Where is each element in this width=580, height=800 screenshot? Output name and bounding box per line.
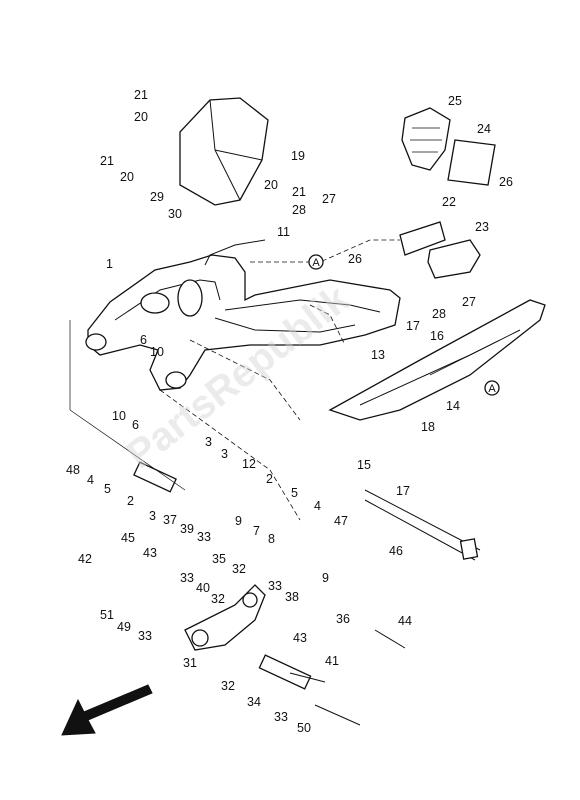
callout-6: 6: [132, 418, 139, 432]
callout-31: 31: [183, 656, 197, 670]
reference-marker-a-label: A: [312, 257, 320, 269]
callout-10: 10: [112, 409, 126, 423]
callout-3: 3: [149, 509, 156, 523]
callout-35: 35: [212, 552, 226, 566]
callout-49: 49: [117, 620, 131, 634]
callout-8: 8: [268, 532, 275, 546]
callout-39: 39: [180, 522, 194, 536]
callout-9: 9: [322, 571, 329, 585]
callout-21: 21: [100, 154, 114, 168]
bolts-and-collars: [133, 461, 481, 726]
callout-33: 33: [268, 579, 282, 593]
callout-33: 33: [274, 710, 288, 724]
callout-26: 26: [499, 175, 513, 189]
callout-50: 50: [297, 721, 311, 735]
callout-20: 20: [264, 178, 278, 192]
callout-27: 27: [462, 295, 476, 309]
callout-9: 9: [235, 514, 242, 528]
callout-32: 32: [221, 679, 235, 693]
callout-36: 36: [336, 612, 350, 626]
relay-arm: [184, 584, 266, 651]
callout-1: 1: [106, 257, 113, 271]
callout-10: 10: [150, 345, 164, 359]
callout-37: 37: [163, 513, 177, 527]
callout-7: 7: [253, 524, 260, 538]
callout-30: 30: [168, 207, 182, 221]
reference-marker-a: A A: [308, 254, 500, 396]
callout-11: 11: [277, 225, 290, 239]
bracket-22-23: [399, 221, 481, 279]
callout-32: 32: [232, 562, 246, 576]
callout-41: 41: [325, 654, 339, 668]
callout-14: 14: [446, 399, 460, 413]
chain-case: [328, 299, 546, 421]
callout-2: 2: [127, 494, 134, 508]
callout-4: 4: [314, 499, 321, 513]
callout-47: 47: [334, 514, 348, 528]
callout-25: 25: [448, 94, 462, 108]
callout-42: 42: [78, 552, 92, 566]
callout-16: 16: [430, 329, 444, 343]
callout-28: 28: [292, 203, 306, 217]
cover-25: [401, 107, 496, 186]
callout-12: 12: [242, 457, 256, 471]
callout-5: 5: [291, 486, 298, 500]
callout-labels: 21 20 19 21 20 20 21 29 30 28 27 11 25 2…: [66, 88, 513, 735]
callout-22: 22: [442, 195, 456, 209]
callout-26: 26: [348, 252, 362, 266]
assembly-guide-lines: [69, 239, 400, 521]
reference-marker-a-label-2: A: [488, 383, 496, 395]
callout-48: 48: [66, 463, 80, 477]
callout-21: 21: [134, 88, 148, 102]
callout-5: 5: [104, 482, 111, 496]
callout-17: 17: [396, 484, 410, 498]
callout-3: 3: [205, 435, 212, 449]
callout-2: 2: [266, 472, 273, 486]
callout-40: 40: [196, 581, 210, 595]
callout-21: 21: [292, 185, 306, 199]
callout-19: 19: [291, 149, 305, 163]
callout-43: 43: [293, 631, 307, 645]
callout-45: 45: [121, 531, 135, 545]
callout-24: 24: [477, 122, 491, 136]
callout-6: 6: [140, 333, 147, 347]
callout-43: 43: [143, 546, 157, 560]
callout-28: 28: [432, 307, 446, 321]
callout-23: 23: [475, 220, 489, 234]
front-direction-arrow: [61, 684, 153, 736]
callout-4: 4: [87, 473, 94, 487]
callout-38: 38: [285, 590, 299, 604]
callout-33: 33: [180, 571, 194, 585]
callout-3: 3: [221, 447, 228, 461]
callout-18: 18: [421, 420, 435, 434]
chain-guard-top: [179, 97, 269, 206]
callout-33: 33: [197, 530, 211, 544]
callout-20: 20: [120, 170, 134, 184]
callout-13: 13: [371, 348, 385, 362]
callout-17: 17: [406, 319, 420, 333]
callout-51: 51: [100, 608, 114, 622]
callout-20: 20: [134, 110, 148, 124]
callout-32: 32: [211, 592, 225, 606]
swingarm: [85, 239, 401, 391]
callout-29: 29: [150, 190, 164, 204]
callout-27: 27: [322, 192, 336, 206]
callout-34: 34: [247, 695, 261, 709]
callout-33: 33: [138, 629, 152, 643]
callout-15: 15: [357, 458, 371, 472]
callout-46: 46: [389, 544, 403, 558]
callout-44: 44: [398, 614, 412, 628]
